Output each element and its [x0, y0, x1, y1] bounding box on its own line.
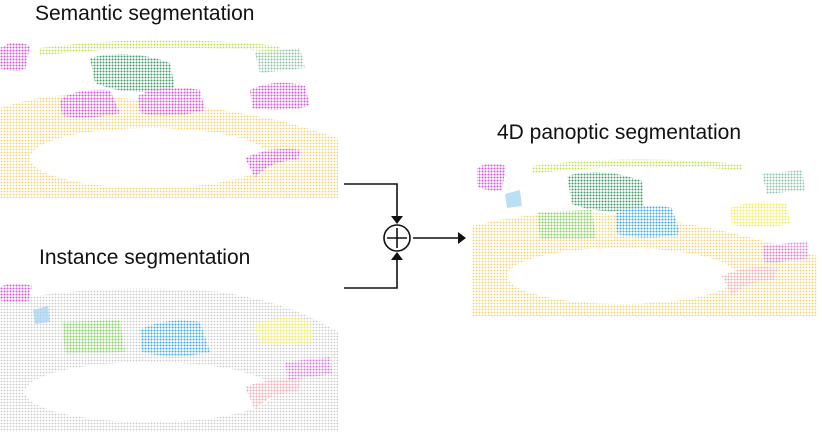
arrowhead-right: [458, 232, 466, 244]
circled-plus-icon: [383, 224, 411, 252]
panoptic-instance-points: [477, 163, 809, 296]
instance-segmentation-pointcloud: [0, 283, 338, 432]
semantic-segmentation-pointcloud: [0, 39, 338, 198]
unlabeled-points: [0, 288, 338, 432]
combine-operator-diagram: [344, 183, 466, 289]
car-points: [0, 42, 310, 178]
panoptic-segmentation-label: 4D panoptic segmentation: [497, 121, 741, 144]
arrow-from-instance: [344, 256, 398, 289]
instance-segmentation-label: Instance segmentation: [39, 246, 251, 269]
arrow-from-semantic: [344, 183, 398, 220]
arrowhead-up: [391, 252, 403, 260]
panoptic-segmentation-pointcloud: [472, 159, 817, 316]
panoptic-stuff-points: [532, 159, 805, 212]
semantic-segmentation-label: Semantic segmentation: [35, 2, 255, 25]
arrowhead-down: [391, 216, 403, 224]
vegetation-points: [40, 39, 305, 92]
instance-points: [0, 283, 332, 410]
